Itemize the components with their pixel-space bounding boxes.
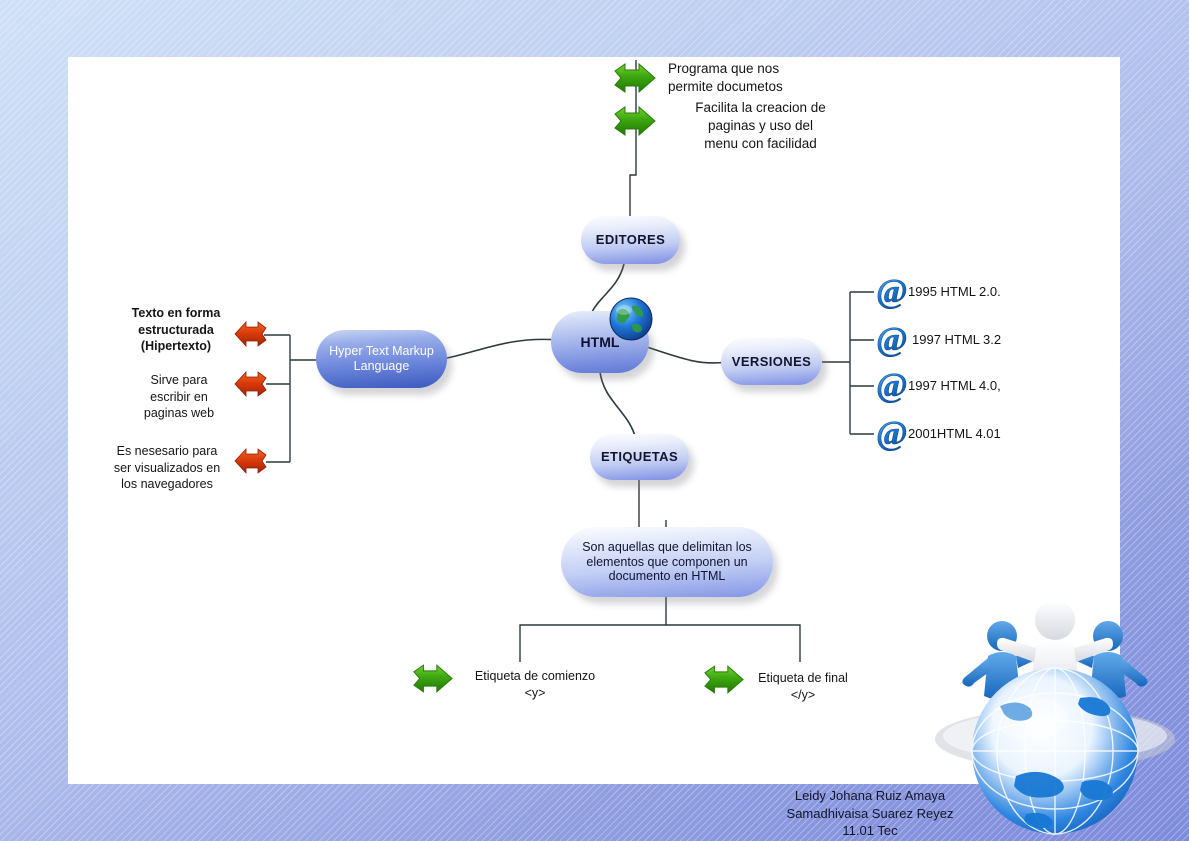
- node-etiquetas-label: ETIQUETAS: [600, 449, 679, 465]
- at-sign-icon: @: [872, 366, 912, 406]
- etiqueta-child-0: Etiqueta de comienzo<y>: [474, 669, 596, 700]
- svg-text:@: @: [876, 415, 908, 452]
- globe-icon: [608, 296, 654, 342]
- node-editores[interactable]: EDITORES: [581, 216, 680, 264]
- diagram-canvas: [68, 57, 1120, 784]
- svg-text:@: @: [876, 321, 908, 358]
- at-sign-icon: @: [872, 320, 912, 360]
- red-arrow-icon: [234, 320, 268, 348]
- globe-with-people-illustration: [930, 586, 1180, 841]
- at-sign-icon: @: [872, 414, 912, 454]
- node-editores-label: EDITORES: [595, 232, 666, 248]
- node-html[interactable]: HTML: [551, 311, 649, 373]
- signature-line-1: Leidy Johana Ruiz Amaya: [794, 788, 946, 803]
- node-versiones[interactable]: VERSIONES: [721, 338, 822, 385]
- etiqueta-child-1: Etiqueta de final</y>: [758, 671, 848, 702]
- version-item-0: 1995 HTML 2.0.: [908, 284, 1001, 299]
- red-arrow-icon: [234, 370, 268, 398]
- svg-text:@: @: [876, 273, 908, 310]
- version-item-1: 1997 HTML 3.2: [912, 332, 1002, 347]
- signature-line-3: 11.01 Tec: [842, 823, 898, 839]
- node-html-label: HTML: [580, 333, 620, 350]
- version-item-3: 2001HTML 4.01: [908, 426, 1001, 441]
- author-signature: Leidy Johana Ruiz Amaya Samadhivaisa Sua…: [745, 787, 995, 840]
- node-versiones-label: VERSIONES: [731, 353, 812, 369]
- signature-line-2: Samadhivaisa Suarez Reyez: [786, 805, 954, 821]
- node-etiquetas[interactable]: ETIQUETAS: [590, 434, 689, 480]
- green-arrow-icon: [412, 663, 454, 694]
- at-sign-icon: @: [872, 272, 912, 312]
- green-arrow-icon: [613, 105, 657, 137]
- red-arrow-icon: [234, 447, 268, 475]
- green-arrow-icon: [613, 62, 657, 94]
- green-arrow-icon: [703, 664, 745, 695]
- svg-text:@: @: [876, 367, 908, 404]
- version-item-2: 1997 HTML 4.0,: [908, 378, 1001, 393]
